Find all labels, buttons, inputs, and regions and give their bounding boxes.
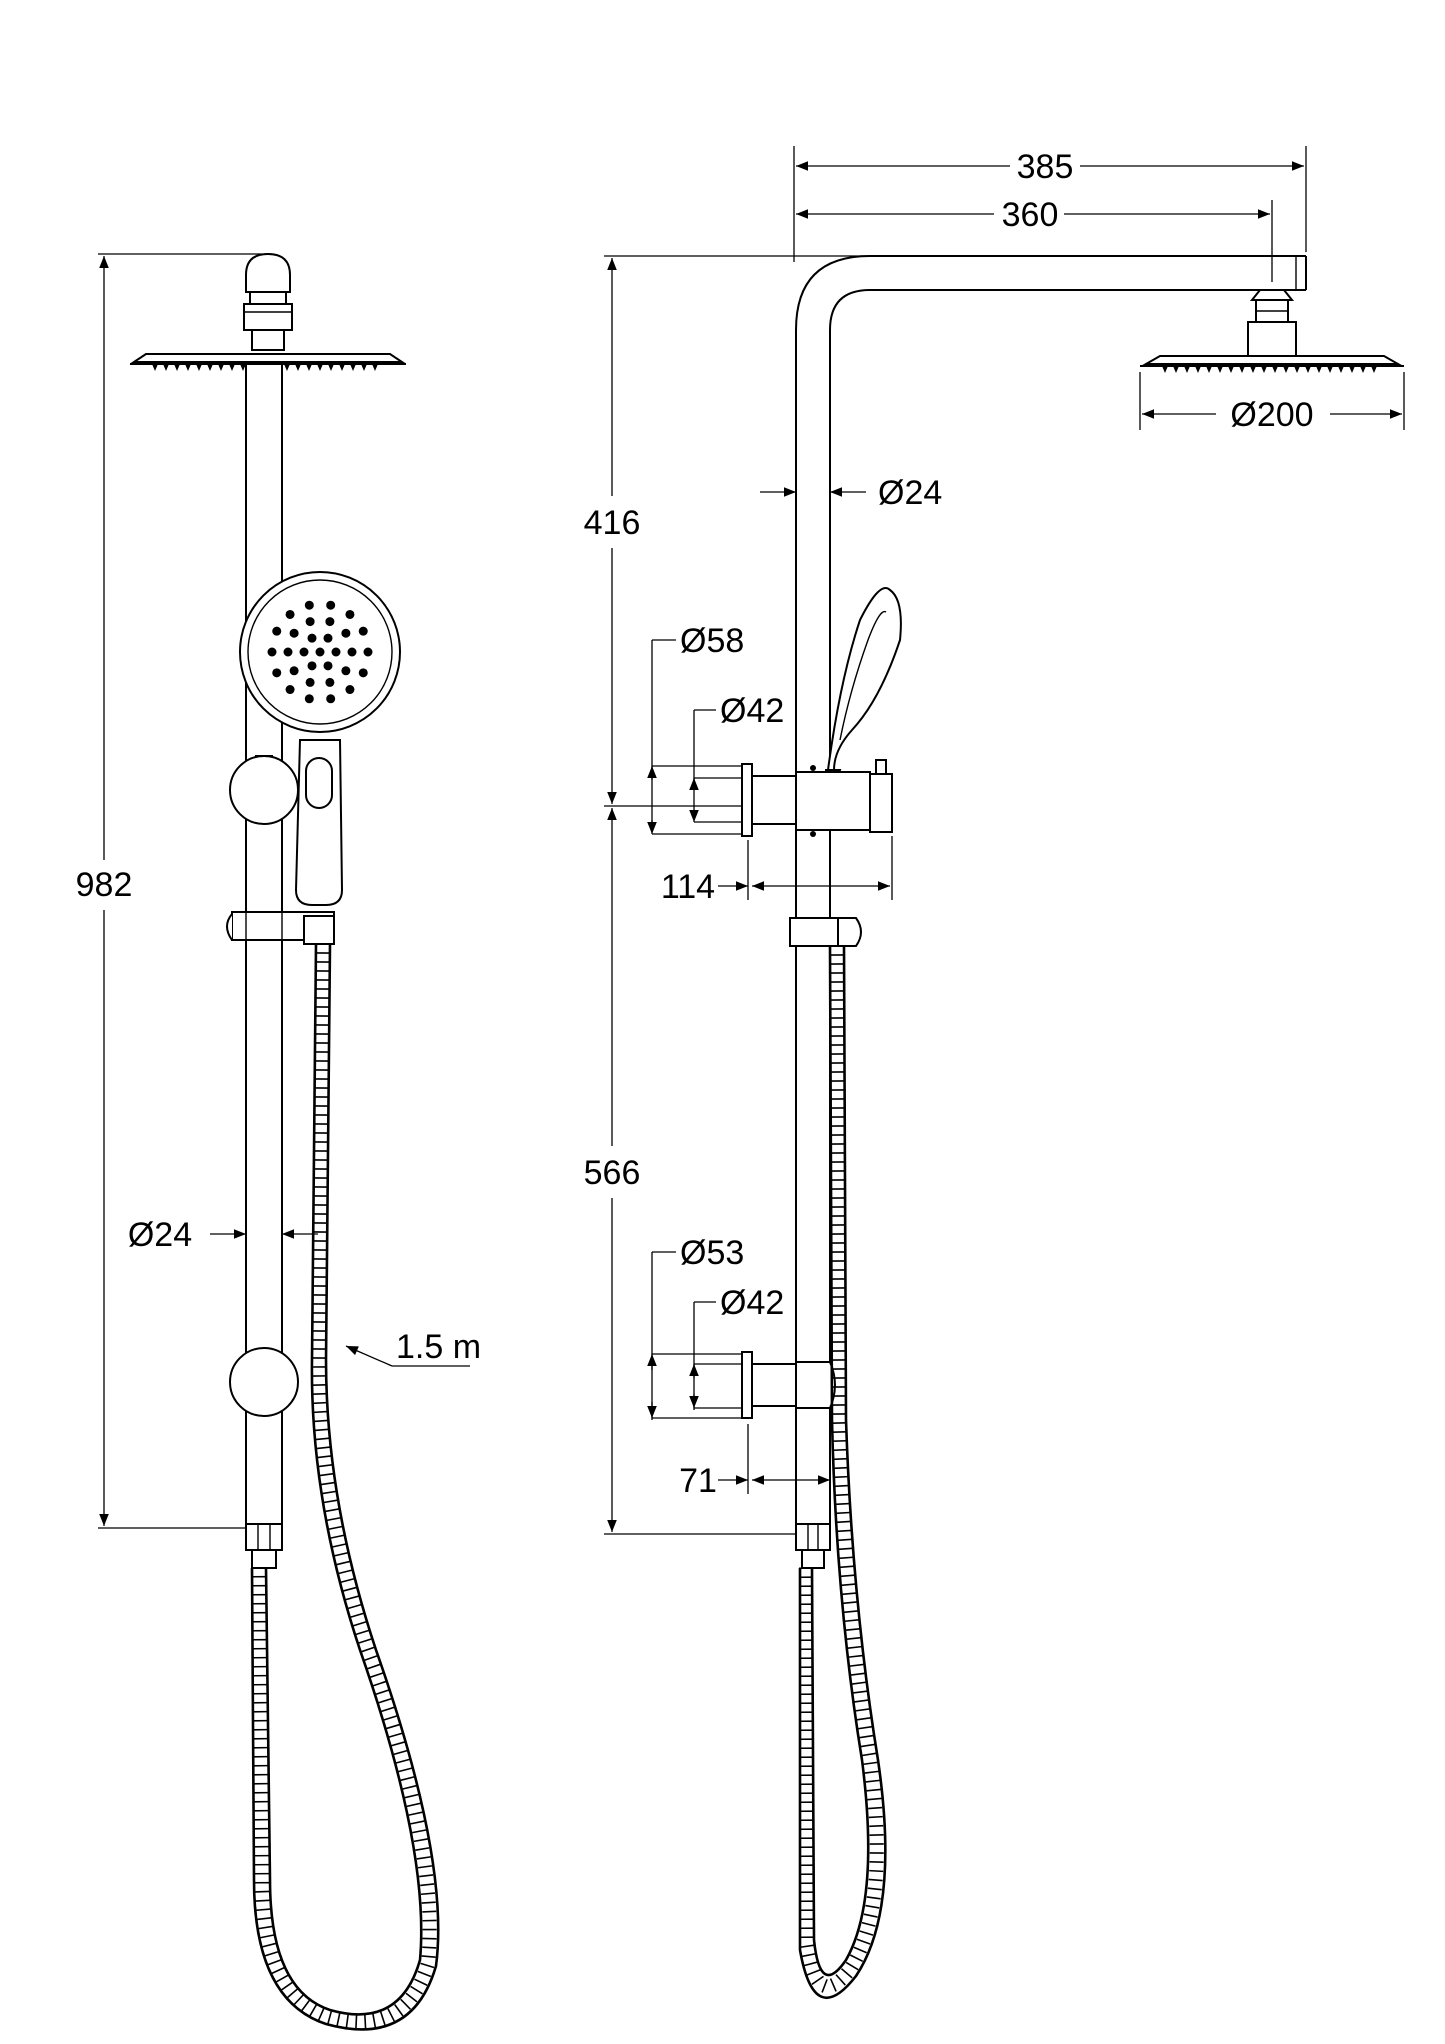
- hose-length-label: 1.5 m: [396, 1328, 481, 1366]
- slider-holder-front: [226, 911, 335, 945]
- vertical-height-dimensions: 416 566: [584, 255, 880, 1535]
- overhead-shower-head: [130, 353, 406, 371]
- lower-bracket-flange-label: Ø53: [680, 1234, 744, 1272]
- hand-shower: [239, 571, 401, 906]
- lower-bracket-projection-dimension: 71: [679, 1424, 830, 1500]
- arm-outer-projection-dimension: 385: [793, 146, 1307, 262]
- upper-wall-bracket-front: [229, 755, 299, 825]
- front-rail: [245, 363, 283, 1525]
- head-diameter-label: Ø200: [1230, 396, 1313, 434]
- overhead-shower-head-side: [1140, 289, 1404, 373]
- overall-height-dimension: 982: [76, 253, 262, 1529]
- side-head-nozzles: [1162, 366, 1377, 373]
- lower-bracket-projection-label: 71: [679, 1462, 717, 1500]
- front-rail-diameter-label: Ø24: [128, 1216, 192, 1254]
- hose-front: [250, 943, 440, 2031]
- front-view: 982: [76, 252, 481, 2031]
- lower-wall-bracket-side: [741, 1351, 836, 1419]
- lower-section-height-label: 566: [584, 1154, 641, 1192]
- head-swivel-joint: [243, 252, 293, 351]
- head-diameter-dimension: Ø200: [1139, 372, 1405, 434]
- front-rail-diameter-dimension: Ø24: [128, 1216, 318, 1254]
- upper-section-height-label: 416: [584, 504, 641, 542]
- bottom-outlet-side: [795, 1523, 831, 1569]
- lower-bracket-diameter-dimensions: Ø53 Ø42: [647, 1234, 784, 1420]
- hose-side: [798, 945, 887, 1999]
- hose-length-callout: 1.5 m: [345, 1328, 481, 1367]
- upper-bracket-projection-dimension: 114: [661, 836, 893, 906]
- overall-height-label: 982: [76, 866, 133, 904]
- pipe-diameter-label: Ø24: [878, 474, 942, 512]
- side-view: 385 360 416 566: [584, 146, 1405, 1999]
- lower-bracket-base-label: Ø42: [720, 1284, 784, 1322]
- upper-bracket-diameter-dimensions: Ø58 Ø42: [647, 622, 784, 835]
- slider-holder-side: [789, 917, 862, 947]
- arm-inner-projection-label: 360: [1002, 196, 1059, 234]
- hand-shower-side: [825, 587, 902, 785]
- upper-wall-bracket-side: [741, 759, 893, 837]
- hand-shower-nozzles: [267, 600, 373, 704]
- pipe-diameter-dimension: Ø24: [760, 474, 942, 512]
- upper-bracket-base-label: Ø42: [720, 692, 784, 730]
- upper-bracket-projection-label: 114: [661, 868, 715, 906]
- arm-outer-projection-label: 385: [1017, 148, 1074, 186]
- shower-arm-pipe: [795, 255, 1307, 1524]
- bottom-outlet-front: [245, 1523, 283, 1569]
- shower-head-nozzles: [152, 364, 378, 371]
- upper-bracket-flange-label: Ø58: [680, 622, 744, 660]
- lower-wall-bracket-front: [229, 1347, 299, 1417]
- arm-inner-projection-dimension: 360: [796, 196, 1273, 282]
